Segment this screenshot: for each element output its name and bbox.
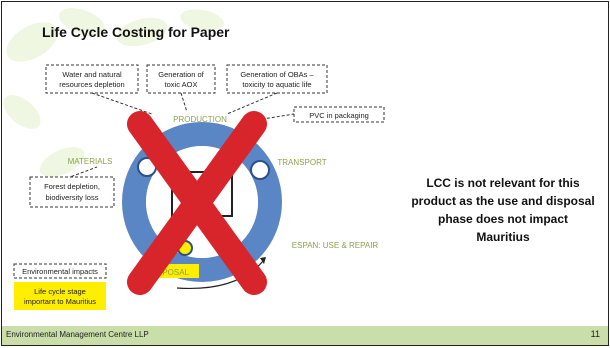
slide-title: Life Cycle Costing for Paper xyxy=(42,24,230,40)
stage-production: PRODUCTION xyxy=(173,115,227,124)
legend-important: Life cycle stage important to Mauritius xyxy=(14,282,106,310)
stage-use: ESPAN: USE & REPAIR xyxy=(292,241,379,250)
life-cycle-diagram: Water and natural resources depletion Ge… xyxy=(13,64,385,310)
footer-bar: Environmental Management Centre LLP 11 xyxy=(2,326,608,345)
impact-box-aox-line2: toxic AOX xyxy=(165,80,198,89)
legend-impacts-label: Environmental impacts xyxy=(22,267,98,276)
impact-box-obas: Generation of OBAs – toxicity to aquatic… xyxy=(226,64,328,94)
impact-box-obas-line2: toxicity to aquatic life xyxy=(242,80,311,89)
legend-important-line1: Life cycle stage xyxy=(34,287,86,296)
stage-materials: MATERIALS xyxy=(68,157,113,166)
impact-box-aox-line1: Generation of xyxy=(158,70,204,79)
impact-box-obas-line1: Generation of OBAs – xyxy=(240,70,314,79)
impact-box-pvc: PVC in packaging xyxy=(293,106,385,123)
impact-box-forest: Forest depletion, biodiversity loss xyxy=(29,176,115,208)
impact-box-aox: Generation of toxic AOX xyxy=(146,64,216,94)
stage-marker-transport xyxy=(250,160,270,180)
stage-transport: TRANSPORT xyxy=(277,158,326,167)
impact-box-water-line2: resources depletion xyxy=(59,80,124,89)
legend-impacts: Environmental impacts xyxy=(13,263,107,279)
impact-box-forest-line1: Forest depletion, xyxy=(44,182,100,191)
legend-important-line2: important to Mauritius xyxy=(24,297,96,306)
impact-box-pvc-label: PVC in packaging xyxy=(309,111,369,120)
impact-box-water-line1: Water and natural xyxy=(62,70,122,79)
stage-disposal-label: DISPOSAL xyxy=(149,268,190,277)
impact-box-forest-line2: biodiversity loss xyxy=(46,193,99,202)
impact-box-water: Water and natural resources depletion xyxy=(45,64,139,94)
red-cross-icon xyxy=(127,111,267,295)
leaf-decoration xyxy=(3,8,224,177)
footer-organization: Environmental Management Centre LLP xyxy=(6,330,149,339)
lcc-statement: LCC is not relevant for this product as … xyxy=(411,176,595,244)
page-number: 11 xyxy=(590,329,600,339)
